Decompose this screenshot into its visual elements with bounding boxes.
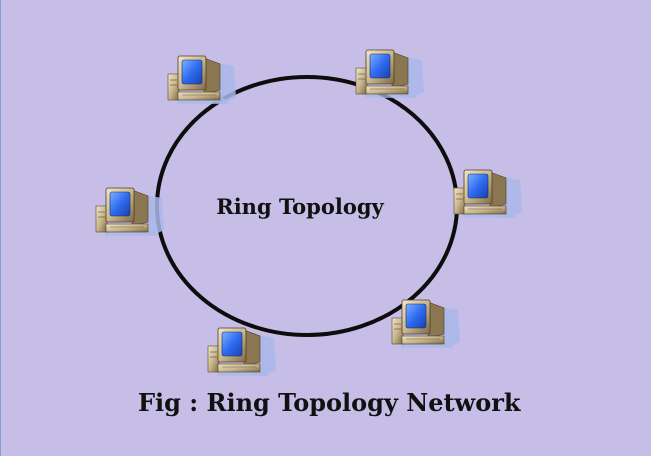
computer-node-top-right <box>355 49 425 99</box>
figure-caption: Fig : Ring Topology Network <box>138 388 521 417</box>
computer-node-bottom-left <box>207 327 277 377</box>
left-border <box>0 0 1 456</box>
computer-node-bottom-right <box>391 299 461 349</box>
ring-topology-label: Ring Topology <box>216 194 384 219</box>
computer-node-left <box>95 187 165 237</box>
computer-node-top-left <box>167 55 237 105</box>
computer-node-right <box>453 169 523 219</box>
